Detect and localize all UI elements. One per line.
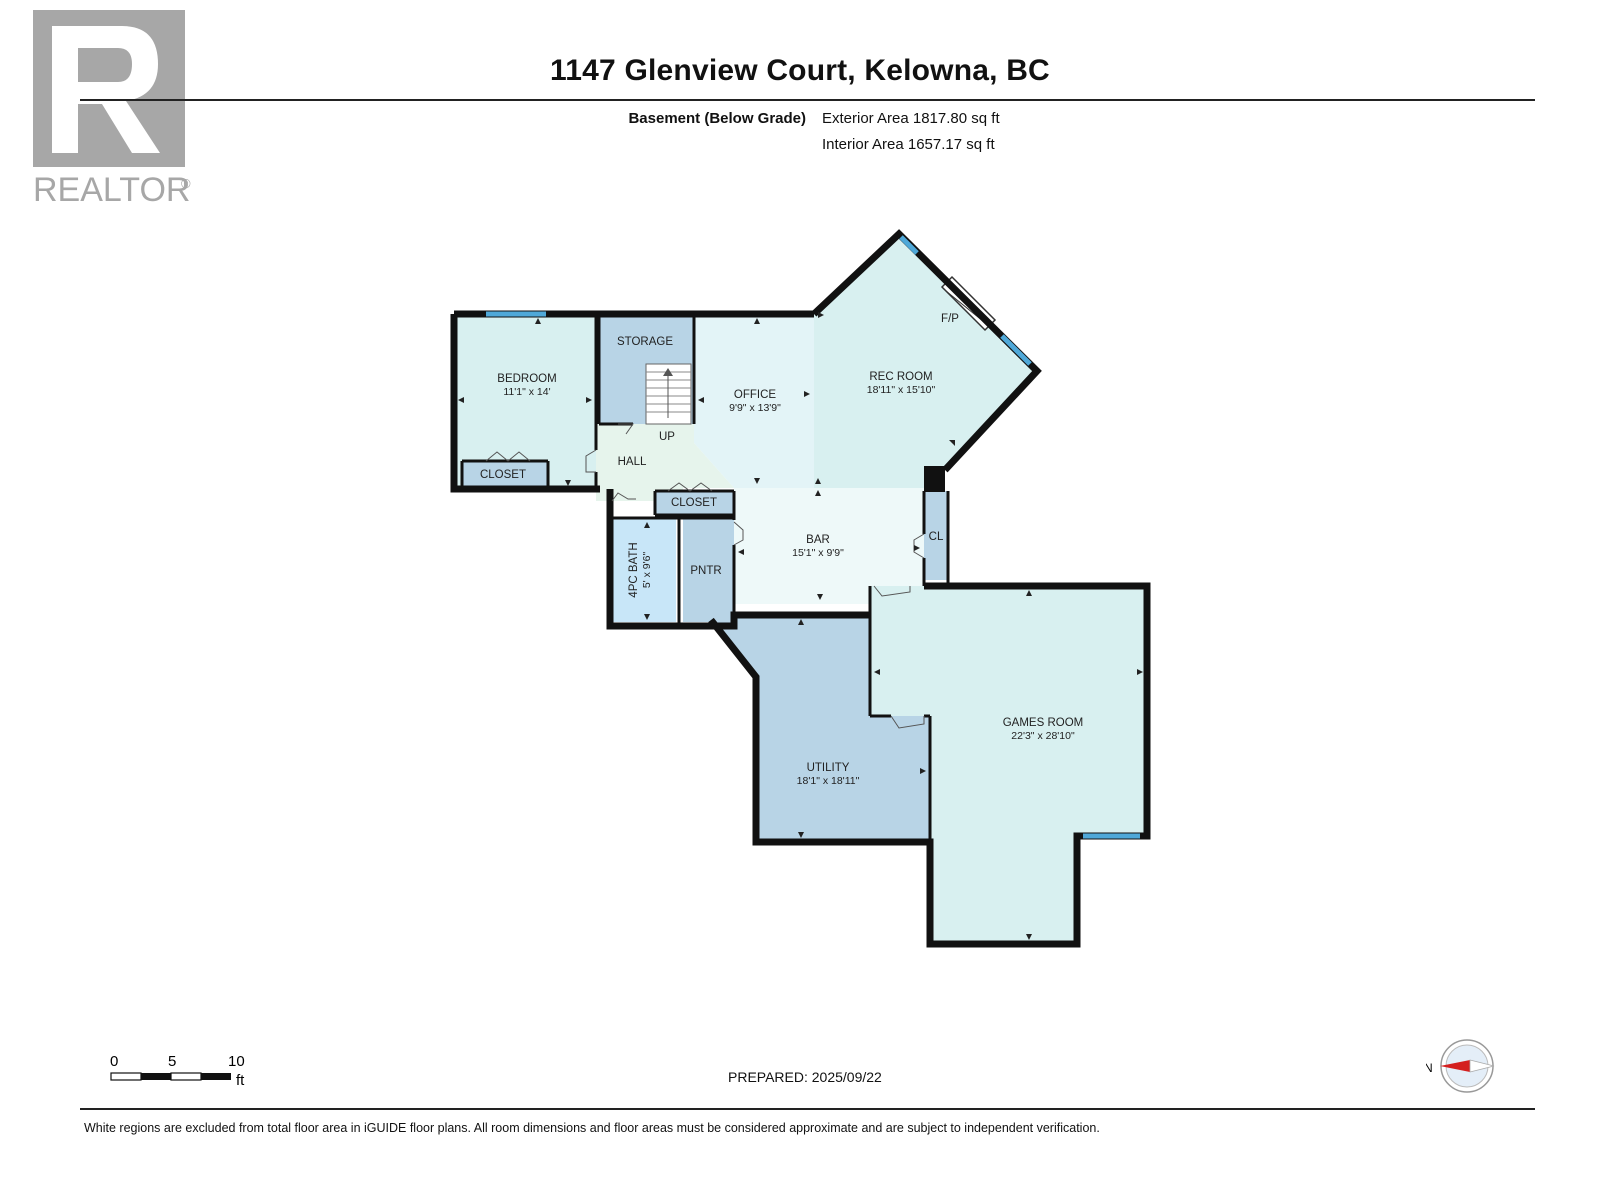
scale-unit: ft [236, 1072, 245, 1089]
dimension-ticks [458, 312, 1143, 940]
bath-fill [610, 518, 676, 622]
realtor-logo: REALTOR ® [33, 10, 191, 208]
bath-dims: 5' x 9'6" [641, 552, 653, 589]
page-title: 1147 Glenview Court, Kelowna, BC [550, 54, 1050, 87]
hall-closet-fill [655, 491, 734, 515]
interior-walls [460, 314, 950, 842]
windows [486, 235, 1140, 839]
window [1000, 334, 1032, 366]
registered-mark: ® [181, 176, 191, 191]
scale-tick-5: 5 [168, 1053, 176, 1070]
footer-divider [80, 1108, 1535, 1110]
pantry-label: PNTR [690, 565, 721, 577]
interior-area: Interior Area 1657.17 sq ft [822, 136, 995, 153]
games-room-dims: 22'3" x 28'10" [1011, 730, 1075, 742]
utility-fill [711, 615, 930, 842]
compass-north-icon: N [1426, 1039, 1495, 1093]
hall-fill [596, 424, 734, 501]
level-label: Basement (Below Grade) [628, 110, 806, 127]
utility-label: UTILITY [807, 762, 850, 774]
scale-bar: 0 5 10 ft [110, 1053, 245, 1089]
window [899, 235, 919, 255]
office-dims: 9'9" x 13'9" [729, 402, 781, 414]
bedroom-closet-label: CLOSET [480, 469, 526, 481]
bedroom-label: BEDROOM [497, 373, 556, 385]
bedroom-closet-fill [462, 461, 548, 489]
up-label: UP [659, 431, 675, 443]
bath-label: 4PC BATH [628, 542, 640, 597]
scale-tick-0: 0 [110, 1053, 118, 1070]
wall-corner [924, 466, 945, 492]
disclaimer-text: White regions are excluded from total fl… [84, 1121, 1100, 1135]
bedroom-dims: 11'1" x 14' [503, 386, 550, 398]
exterior-area: Exterior Area 1817.80 sq ft [822, 110, 1000, 127]
bar-dims: 15'1" x 9'9" [792, 547, 844, 559]
header-divider [80, 99, 1535, 101]
scale-tick-10: 10 [228, 1053, 245, 1070]
cl-label: CL [929, 531, 944, 543]
compass-letter: N [1426, 1061, 1433, 1075]
stairs [645, 363, 692, 425]
rec-room-fill [814, 234, 1037, 488]
realtor-wordmark: REALTOR [33, 171, 190, 208]
cl-closet-fill [924, 491, 948, 580]
bar-fill [734, 488, 924, 604]
games-room-label: GAMES ROOM [1003, 717, 1084, 729]
pantry-fill [683, 518, 734, 622]
bar-label: BAR [806, 534, 830, 546]
storage-label: STORAGE [617, 336, 673, 348]
utility-dims: 18'1" x 18'11" [797, 775, 860, 787]
fireplace-label: F/P [941, 313, 959, 325]
prepared-date: PREPARED: 2025/09/22 [728, 1069, 882, 1085]
bedroom-fill [454, 314, 596, 489]
games-room-fill [870, 586, 1147, 944]
doors [485, 423, 925, 729]
rec-room-label: REC ROOM [869, 371, 932, 383]
rec-room-dims: 18'11" x 15'10" [867, 384, 936, 396]
hall-label: HALL [618, 456, 647, 468]
office-label: OFFICE [734, 389, 776, 401]
hall-closet-label: CLOSET [671, 497, 717, 509]
office-fill [694, 314, 814, 488]
